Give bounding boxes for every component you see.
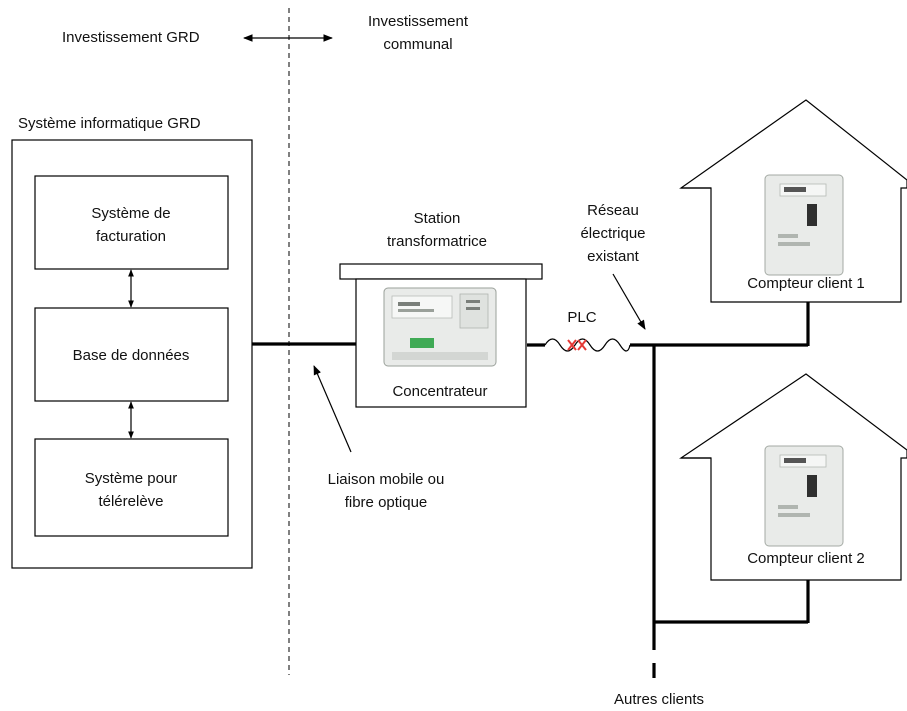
concentrateur-label: Concentrateur (392, 383, 487, 400)
autres-clients-label: Autres clients (614, 691, 704, 708)
meter-icon (764, 174, 844, 276)
base-donnees-label: Base de données (73, 347, 190, 364)
investissement-communal-label-2: communal (383, 36, 452, 53)
investissement-grd-label: Investissement GRD (62, 29, 200, 46)
station-label-2: transformatrice (387, 233, 487, 250)
facturation-box (34, 175, 229, 270)
reseau-label-3: existant (587, 248, 640, 265)
reseau-label-1: Réseau (587, 202, 639, 219)
plc-noise-icon (567, 339, 587, 351)
compteur-client-1-label: Compteur client 1 (747, 275, 865, 292)
plc-signal-wave (544, 338, 631, 352)
liaison-label-1: Liaison mobile ou (328, 471, 445, 488)
telereleve-label-1: Système pour (85, 470, 178, 487)
meter-icon (764, 445, 844, 547)
telereleve-box (34, 438, 229, 537)
facturation-label-2: facturation (96, 228, 166, 245)
base-donnees-box (34, 307, 229, 402)
station-label-1: Station (414, 210, 461, 227)
systeme-informatique-label: Système informatique GRD (18, 115, 201, 132)
telereleve-label-2: télérelève (98, 493, 163, 510)
station-roof (339, 263, 543, 280)
liaison-pointer-arrow (313, 365, 352, 453)
liaison-label-2: fibre optique (345, 494, 428, 511)
facturation-label-1: Système de (91, 205, 170, 222)
investissement-communal-label-1: Investissement (368, 13, 469, 30)
concentrator-device-icon (383, 287, 497, 367)
compteur-client-2-label: Compteur client 2 (747, 550, 865, 567)
reseau-pointer-arrow (612, 273, 646, 330)
plc-label: PLC (567, 309, 596, 326)
reseau-label-2: électrique (580, 225, 645, 242)
